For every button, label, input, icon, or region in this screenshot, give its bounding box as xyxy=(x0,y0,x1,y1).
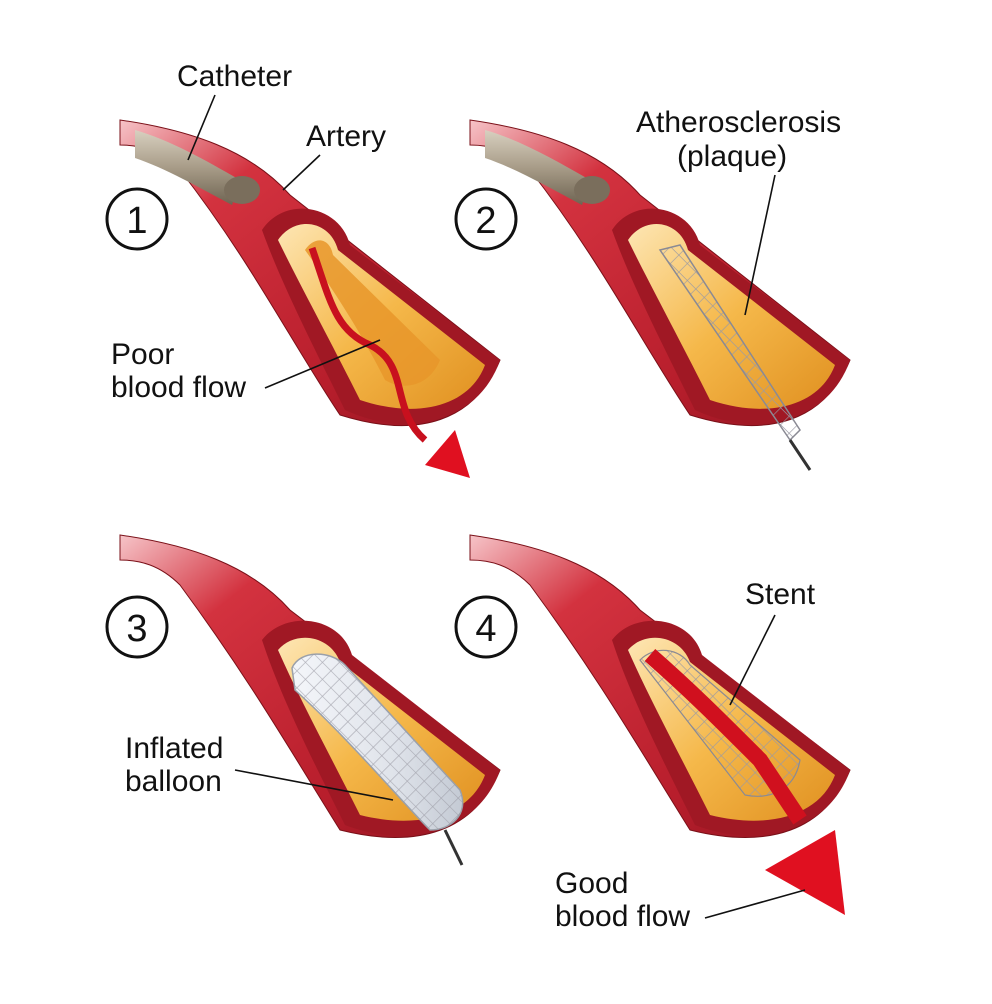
stent-label: Stent xyxy=(745,578,816,611)
panel-4: 4 Stent Good blood flow xyxy=(454,534,851,933)
guidewire-3 xyxy=(443,829,464,866)
panel-2: 2 Atherosclerosis (plaque) xyxy=(454,106,851,471)
poor-flow-label-line2: blood flow xyxy=(111,371,246,404)
balloon-label-line2: balloon xyxy=(125,765,222,798)
stent-leader xyxy=(729,614,776,706)
step-4-circle xyxy=(454,595,518,659)
panel-1: 1 Catheter Artery Poor blood flow xyxy=(105,60,501,478)
expanding-stent-3 xyxy=(292,654,463,830)
step-4-number: 4 xyxy=(475,608,496,650)
good-flow-arrowhead xyxy=(765,830,845,915)
catheter-leader xyxy=(187,94,216,161)
artery-leader xyxy=(282,154,321,191)
step-3-number: 3 xyxy=(126,608,147,650)
step-3-circle xyxy=(105,595,169,659)
panel-3: 3 Inflated balloon xyxy=(105,534,501,866)
balloon-leader xyxy=(234,769,394,801)
good-flow-leader xyxy=(704,889,806,919)
catheter-2 xyxy=(485,130,590,205)
poor-flow-label-line1: Poor xyxy=(111,338,174,371)
catheter-label: Catheter xyxy=(177,60,292,93)
good-flow-label-line1: Good xyxy=(555,867,628,900)
balloon-label-line1: Inflated xyxy=(125,732,223,765)
poor-flow-leader xyxy=(264,339,381,389)
good-flow-label-line2: blood flow xyxy=(555,900,690,933)
step-2-circle xyxy=(454,187,518,251)
plaque-label-line1: Atherosclerosis xyxy=(636,106,841,139)
step-2-number: 2 xyxy=(475,200,496,242)
lumen-1 xyxy=(305,240,440,386)
artery-label: Artery xyxy=(306,120,386,153)
step-1-number: 1 xyxy=(126,200,147,242)
catheter-tip-2 xyxy=(574,176,610,204)
good-flow-stream xyxy=(644,648,807,825)
plaque-label-line2: (plaque) xyxy=(677,140,787,173)
plaque-leader xyxy=(744,174,776,316)
guidewire-2 xyxy=(788,439,812,471)
deflated-stent-2 xyxy=(658,244,801,442)
step-1-circle xyxy=(105,187,169,251)
catheter-tip-1 xyxy=(224,176,260,204)
catheter-1 xyxy=(135,130,240,205)
poor-flow-arrowhead xyxy=(425,430,470,478)
